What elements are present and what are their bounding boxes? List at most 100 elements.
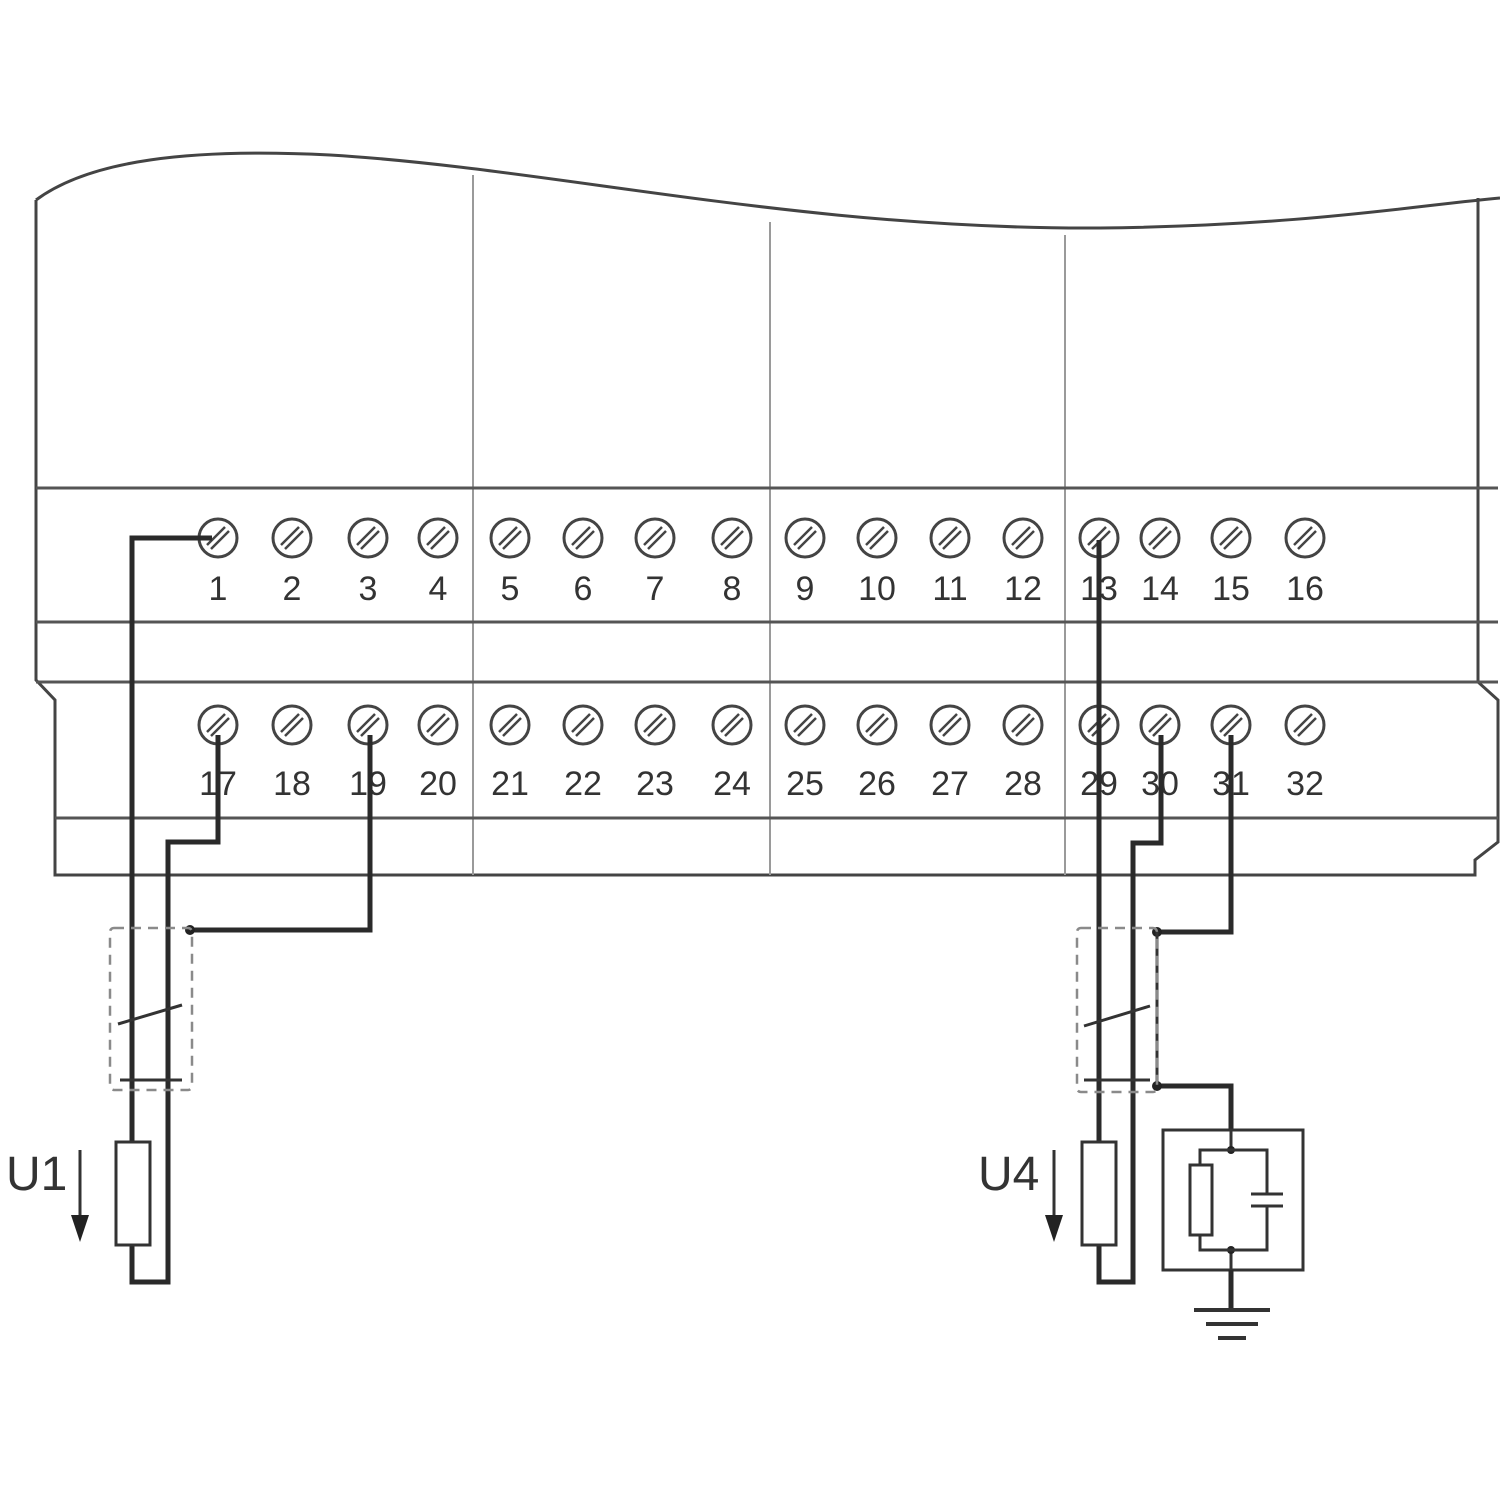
screw-slot — [1297, 530, 1317, 550]
screw-icon — [856, 704, 898, 746]
screw-slot — [498, 713, 518, 733]
terminal-2: 2 — [271, 517, 313, 608]
wire-shield-ground — [1157, 1083, 1234, 1130]
terminal-25: 25 — [784, 704, 826, 803]
screw-slot — [643, 526, 663, 546]
terminal-7: 7 — [634, 517, 676, 608]
screw-icon — [1002, 517, 1044, 559]
terminal-21: 21 — [489, 704, 531, 803]
screw-icon — [1139, 517, 1181, 559]
screw-slot — [1297, 717, 1317, 737]
terminal-label: 26 — [858, 765, 896, 803]
terminal-label: 4 — [429, 570, 448, 608]
source-label-u4: U4 — [978, 1148, 1039, 1201]
terminal-label: 2 — [283, 570, 302, 608]
screw-slot — [1293, 526, 1313, 546]
circuit-u4: U4 — [978, 540, 1305, 1340]
wire-terminal-17 — [129, 735, 221, 1285]
terminal-label: 11 — [932, 570, 967, 608]
screw-slot — [280, 713, 300, 733]
terminal-32: 32 — [1284, 704, 1326, 803]
terminal-label: 25 — [786, 765, 824, 803]
screw-slot — [1087, 526, 1107, 546]
screw-slot — [720, 526, 740, 546]
terminal-label: 5 — [501, 570, 520, 608]
terminal-label: 15 — [1212, 570, 1250, 608]
screw-icon — [489, 517, 531, 559]
voltage-arrowhead-u4 — [1045, 1215, 1063, 1242]
terminal-label: 6 — [574, 570, 593, 608]
screw-slot — [865, 526, 885, 546]
wire-terminal-19 — [190, 735, 373, 933]
screw-slot — [210, 717, 230, 737]
terminal-label: 14 — [1141, 570, 1179, 608]
screw-icon — [1002, 704, 1044, 746]
circuit-u1: U1 — [6, 535, 373, 1285]
screw-slot — [1152, 717, 1172, 737]
screw-icon — [634, 517, 676, 559]
screw-slot — [575, 530, 595, 550]
rc-branch-resistor — [1198, 1148, 1231, 1165]
voltage-arrowhead-u1 — [71, 1215, 89, 1242]
ground-icon — [1194, 1270, 1270, 1340]
terminal-26: 26 — [856, 704, 898, 803]
terminal-23: 23 — [634, 704, 676, 803]
screw-slot — [498, 526, 518, 546]
screw-slot — [1152, 530, 1172, 550]
screw-icon — [929, 517, 971, 559]
screw-slot — [284, 530, 304, 550]
screw-slot — [430, 717, 450, 737]
terminal-27: 27 — [929, 704, 971, 803]
rc-branch-capacitor-lower — [1231, 1206, 1269, 1252]
terminal-label: 7 — [646, 570, 665, 608]
terminal-16: 16 — [1284, 517, 1326, 608]
cable-shield — [1075, 926, 1159, 1094]
cable-shield — [108, 926, 194, 1092]
screw-slot — [571, 713, 591, 733]
terminal-18: 18 — [271, 704, 313, 803]
shield-mark — [1083, 1004, 1151, 1028]
screw-icon — [784, 704, 826, 746]
terminal-label: 3 — [359, 570, 378, 608]
screw-slot — [647, 717, 667, 737]
screw-slot — [724, 717, 744, 737]
screw-slot — [1293, 713, 1313, 733]
screw-slot — [793, 526, 813, 546]
rc-network — [1161, 1128, 1305, 1272]
terminal-9: 9 — [784, 517, 826, 608]
screw-slot — [720, 713, 740, 733]
screw-icon — [489, 704, 531, 746]
screw-slot — [1148, 526, 1168, 546]
screw-slot — [430, 530, 450, 550]
screw-slot — [1015, 717, 1035, 737]
screw-slot — [1015, 530, 1035, 550]
terminal-1: 1 — [197, 517, 239, 608]
terminal-31: 31 — [1210, 704, 1252, 803]
terminal-label: 20 — [419, 765, 457, 803]
terminal-15: 15 — [1210, 517, 1252, 608]
screw-slot — [284, 717, 304, 737]
screw-icon — [562, 704, 604, 746]
screw-icon — [1284, 517, 1326, 559]
screw-slot — [724, 530, 744, 550]
screw-slot — [1223, 717, 1243, 737]
terminal-20: 20 — [417, 704, 459, 803]
terminal-label: 16 — [1286, 570, 1324, 608]
screw-slot — [797, 717, 817, 737]
screw-slot — [210, 530, 230, 550]
terminal-24: 24 — [711, 704, 753, 803]
terminal-label: 18 — [273, 765, 311, 803]
terminal-label: 28 — [1004, 765, 1042, 803]
screw-slot — [1011, 713, 1031, 733]
screw-slot — [502, 530, 522, 550]
screw-slot — [575, 717, 595, 737]
screw-slot — [938, 713, 958, 733]
terminal-11: 11 — [929, 517, 971, 608]
screw-slot — [206, 526, 226, 546]
wire-terminal-1 — [129, 535, 212, 1142]
junction-node-bottom — [1152, 1081, 1162, 1091]
screw-slot — [1223, 530, 1243, 550]
terminal-6: 6 — [562, 517, 604, 608]
